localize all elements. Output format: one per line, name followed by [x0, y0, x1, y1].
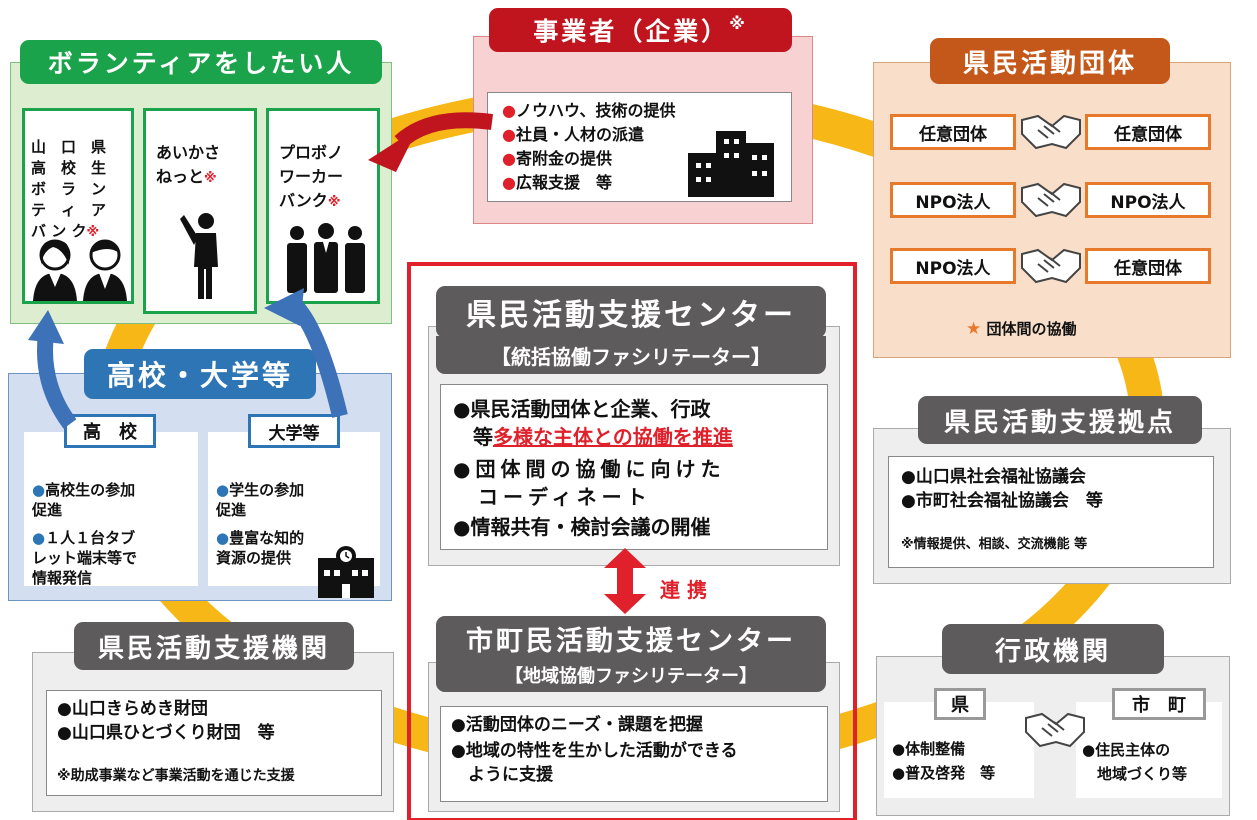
university-item: ●豊富な知的 資源の提供 — [216, 529, 305, 567]
group-box: NPO法人 — [1085, 182, 1211, 218]
univ-to-volunteer-arrow — [264, 288, 348, 418]
enterprise-item: ●ノウハウ、技術の提供 ●社員・人材の派遣 ●寄附金の提供 ●広報支援 等 — [502, 101, 676, 192]
org-note: ※助成事業など事業活動を通じた支援 — [57, 768, 295, 784]
double-arrow-icon — [604, 548, 646, 614]
handshake-icon — [1021, 114, 1081, 150]
bank-probono-label: プロボノ ワーカー バンク — [279, 143, 344, 210]
center-item-3: ●情報共有・検討会議の開催 — [453, 515, 711, 539]
bank-aikasa: あいかさ ねっと※ — [143, 108, 257, 314]
city-center-subtitle: 【地域協働ファシリテーター】 — [436, 658, 826, 692]
city-item: ●住民主体の 地域づくり等 — [1082, 741, 1188, 783]
city-center-title: 市町民活動支援センター — [436, 616, 826, 660]
center-item-2: ●団体間の協働に向けた コーディネート — [453, 457, 726, 509]
pref-item: ●体制整備 — [892, 740, 966, 758]
city-label: 市 町 — [1112, 688, 1206, 720]
handshake-icon — [1021, 182, 1081, 218]
org-items-box: ●山口きらめき財団 ●山口県ひとづくり財団 等 ※助成事業など事業活動を通じた支… — [46, 690, 382, 796]
school-building-icon — [318, 546, 374, 598]
link-label: 連 携 — [660, 578, 707, 602]
city-center-item: ●地域の特性を生かした活動ができる ように支援 — [451, 741, 738, 785]
base-note: ※情報提供、相談、交流機能 等 — [901, 537, 1088, 552]
raised-hand-person-icon — [180, 213, 218, 299]
group-box: 任意団体 — [1085, 114, 1211, 150]
center-title: 県民活動支援センター — [436, 286, 826, 338]
university-label: 大学等 — [248, 414, 340, 448]
bank-probono-mark: ※ — [327, 195, 341, 210]
city-center-items-box: ●活動団体のニーズ・課題を把握 ●地域の特性を生かした活動ができる ように支援 — [440, 706, 828, 802]
star-icon: ★ — [966, 319, 982, 339]
org-title: 県民活動支援機関 — [74, 622, 354, 670]
high-school-label: 高 校 — [64, 414, 156, 448]
high-school-box — [24, 432, 198, 586]
group-box: NPO法人 — [890, 248, 1016, 284]
group-box: 任意団体 — [1085, 248, 1211, 284]
volunteer-title: ボランティアをしたい人 — [20, 40, 382, 84]
center-items-box: ●県民活動団体と企業、行政 等多様な主体との協働を推進 ●団体間の協働に向けた … — [440, 384, 828, 550]
bank-aikasa-mark: ※ — [204, 171, 217, 186]
enterprise-title: 事業者（企業）※ — [489, 8, 792, 52]
group-box: NPO法人 — [890, 182, 1016, 218]
bank-koukousei-label: 山 口 県 高 校 生 ボ ラ ン テ ィ ア バ ン ク — [31, 138, 107, 240]
handshake-icon — [1021, 248, 1081, 284]
bank-koukousei-mark: ※ — [86, 225, 100, 240]
org-item: ●山口県ひとづくり財団 等 — [57, 723, 275, 743]
bank-koukousei: 山 口 県 高 校 生 ボ ラ ン テ ィ ア バ ン ク※ — [22, 108, 134, 304]
groups-title: 県民活動団体 — [930, 38, 1170, 84]
center-item-1: ●県民活動団体と企業、行政 等多様な主体との協働を推進 — [453, 397, 733, 449]
enterprise-items-box: ●ノウハウ、技術の提供 ●社員・人材の派遣 ●寄附金の提供 ●広報支援 等 — [487, 92, 792, 202]
group-box: 任意団体 — [890, 114, 1016, 150]
center-frame — [407, 262, 857, 820]
school-to-volunteer-arrow — [28, 310, 77, 429]
city-center-item: ●活動団体のニーズ・課題を把握 — [451, 715, 703, 735]
pref-label: 県 — [934, 688, 986, 720]
bank-aikasa-label: あいかさ ねっと — [156, 143, 221, 186]
groups-footer: ★ 団体間の協働 — [966, 319, 1077, 339]
handshake-icon — [1025, 712, 1085, 748]
building-icon — [688, 131, 774, 197]
school-title: 高校・大学等 — [84, 349, 316, 399]
university-item: ●学生の参加 促進 — [216, 481, 305, 519]
base-items-box: ●山口県社会福祉協議会 ●市町社会福祉協議会 等 ※情報提供、相談、交流機能 等 — [888, 456, 1214, 568]
center-subtitle: 【統括協働ファシリテーター】 — [436, 336, 826, 374]
students-icon — [33, 239, 127, 301]
business-people-icon — [287, 223, 365, 293]
pref-item: ●普及啓発 等 — [892, 764, 996, 782]
base-title: 県民活動支援拠点 — [918, 396, 1202, 444]
admin-title: 行政機関 — [942, 624, 1164, 674]
org-item: ●山口きらめき財団 — [57, 699, 208, 719]
base-item: ●市町社会福祉協議会 等 — [901, 491, 1103, 511]
base-item: ●山口県社会福祉協議会 — [901, 467, 1086, 487]
high-school-item: ●高校生の参加 促進 — [32, 481, 136, 519]
enterprise-to-volunteer-arrow — [368, 112, 494, 172]
bank-probono: プロボノ ワーカー バンク※ — [266, 108, 380, 304]
high-school-item: ●１人１台タブ レット端末等で 情報発信 — [32, 529, 138, 587]
